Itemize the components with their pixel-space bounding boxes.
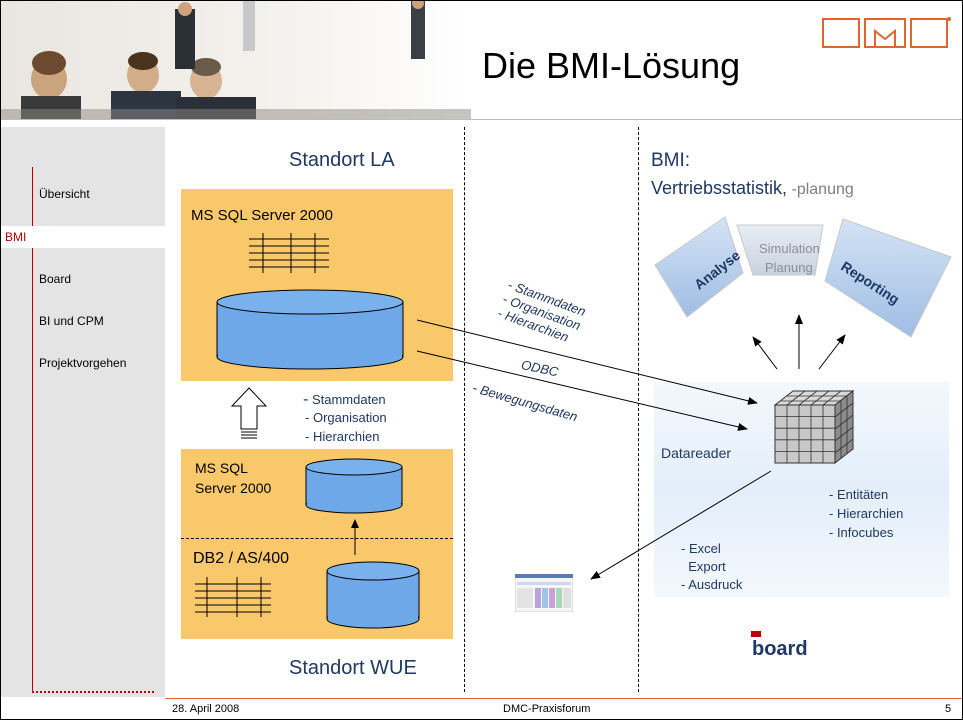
database-cylinder-icon <box>216 289 404 370</box>
footer-rule <box>165 698 962 699</box>
footer-page-number: 5 <box>945 703 952 715</box>
sidebar-red-line <box>32 167 33 691</box>
sidebar <box>1 127 165 697</box>
sidebar-active-bg <box>1 226 165 248</box>
dmc-logo-icon <box>822 17 951 48</box>
db2-cylinder-icon <box>326 561 420 629</box>
table-grid-icon <box>249 233 329 273</box>
sql-server-top-label: MS SQL Server 2000 <box>191 207 334 224</box>
segment-simulation[interactable]: Simulation <box>759 241 820 256</box>
board-logo-icon: board <box>751 631 808 660</box>
export-item-export: Export <box>681 559 726 574</box>
board-logo-text: board <box>752 638 808 660</box>
arrow-item-hierarchien: - Hierarchien <box>305 429 380 444</box>
wue-box-divider <box>181 538 453 539</box>
sidebar-item-bmi[interactable]: BMI <box>5 230 27 244</box>
upload-arrow-icon <box>230 387 268 439</box>
page-title: Die BMI-Lösung <box>482 45 741 86</box>
board-logo: board <box>749 629 829 661</box>
standort-wue-title: Standort WUE <box>289 657 417 679</box>
people-photo-icon <box>1 1 471 119</box>
bmi-title-light: -planung <box>787 181 854 198</box>
wue-graphics <box>195 458 420 629</box>
standort-la-title: Standort LA <box>289 149 395 171</box>
sql-server-bottom-label-line2: Server 2000 <box>195 480 272 496</box>
spreadsheet-thumbnail-icon <box>515 574 573 612</box>
db2-table-grid-icon <box>195 577 271 617</box>
bmi-title-line2: Vertriebsstatistik, -planung <box>651 178 854 199</box>
olap-cube-icon <box>773 389 855 465</box>
dmc-logo <box>821 13 953 53</box>
export-item-ausdruck: - Ausdruck <box>681 577 743 592</box>
arrow-item-stammdaten: - Stammdaten <box>303 391 386 408</box>
sidebar-item-board[interactable]: Board <box>39 272 72 286</box>
cube-item-entitaeten: - Entitäten <box>829 487 889 502</box>
separator-right <box>638 127 639 692</box>
header-photo <box>1 1 471 119</box>
datareader-label: Datareader <box>661 445 732 461</box>
segment-planung[interactable]: Planung <box>765 260 813 275</box>
analysis-segments <box>654 216 952 338</box>
export-item-excel: - Excel <box>681 541 721 556</box>
cube-item-infocubes: - Infocubes <box>829 525 894 540</box>
sidebar-dotted-line <box>32 691 154 693</box>
small-database-cylinder-icon <box>305 458 403 514</box>
separator-left <box>464 127 465 692</box>
footer-event: DMC-Praxisforum <box>503 703 591 715</box>
sidebar-item-bi-und-cpm[interactable]: BI und CPM <box>39 314 104 328</box>
sql-top-graphics <box>216 233 404 370</box>
bmi-title-line1: BMI: <box>651 150 691 171</box>
arrow-item-organisation: - Organisation <box>305 410 387 425</box>
footer-date: 28. April 2008 <box>172 703 240 715</box>
sql-server-bottom-label-line1: MS SQL <box>195 460 248 476</box>
bmi-title-strong: Vertriebsstatistik, <box>651 178 788 198</box>
sidebar-item-projektvorgehen[interactable]: Projektvorgehen <box>39 356 127 370</box>
sidebar-item-uebersicht[interactable]: Übersicht <box>39 187 90 201</box>
cube-item-hierarchien: - Hierarchien <box>829 506 904 521</box>
header-rule <box>1 119 962 120</box>
db2-label: DB2 / AS/400 <box>193 550 290 567</box>
